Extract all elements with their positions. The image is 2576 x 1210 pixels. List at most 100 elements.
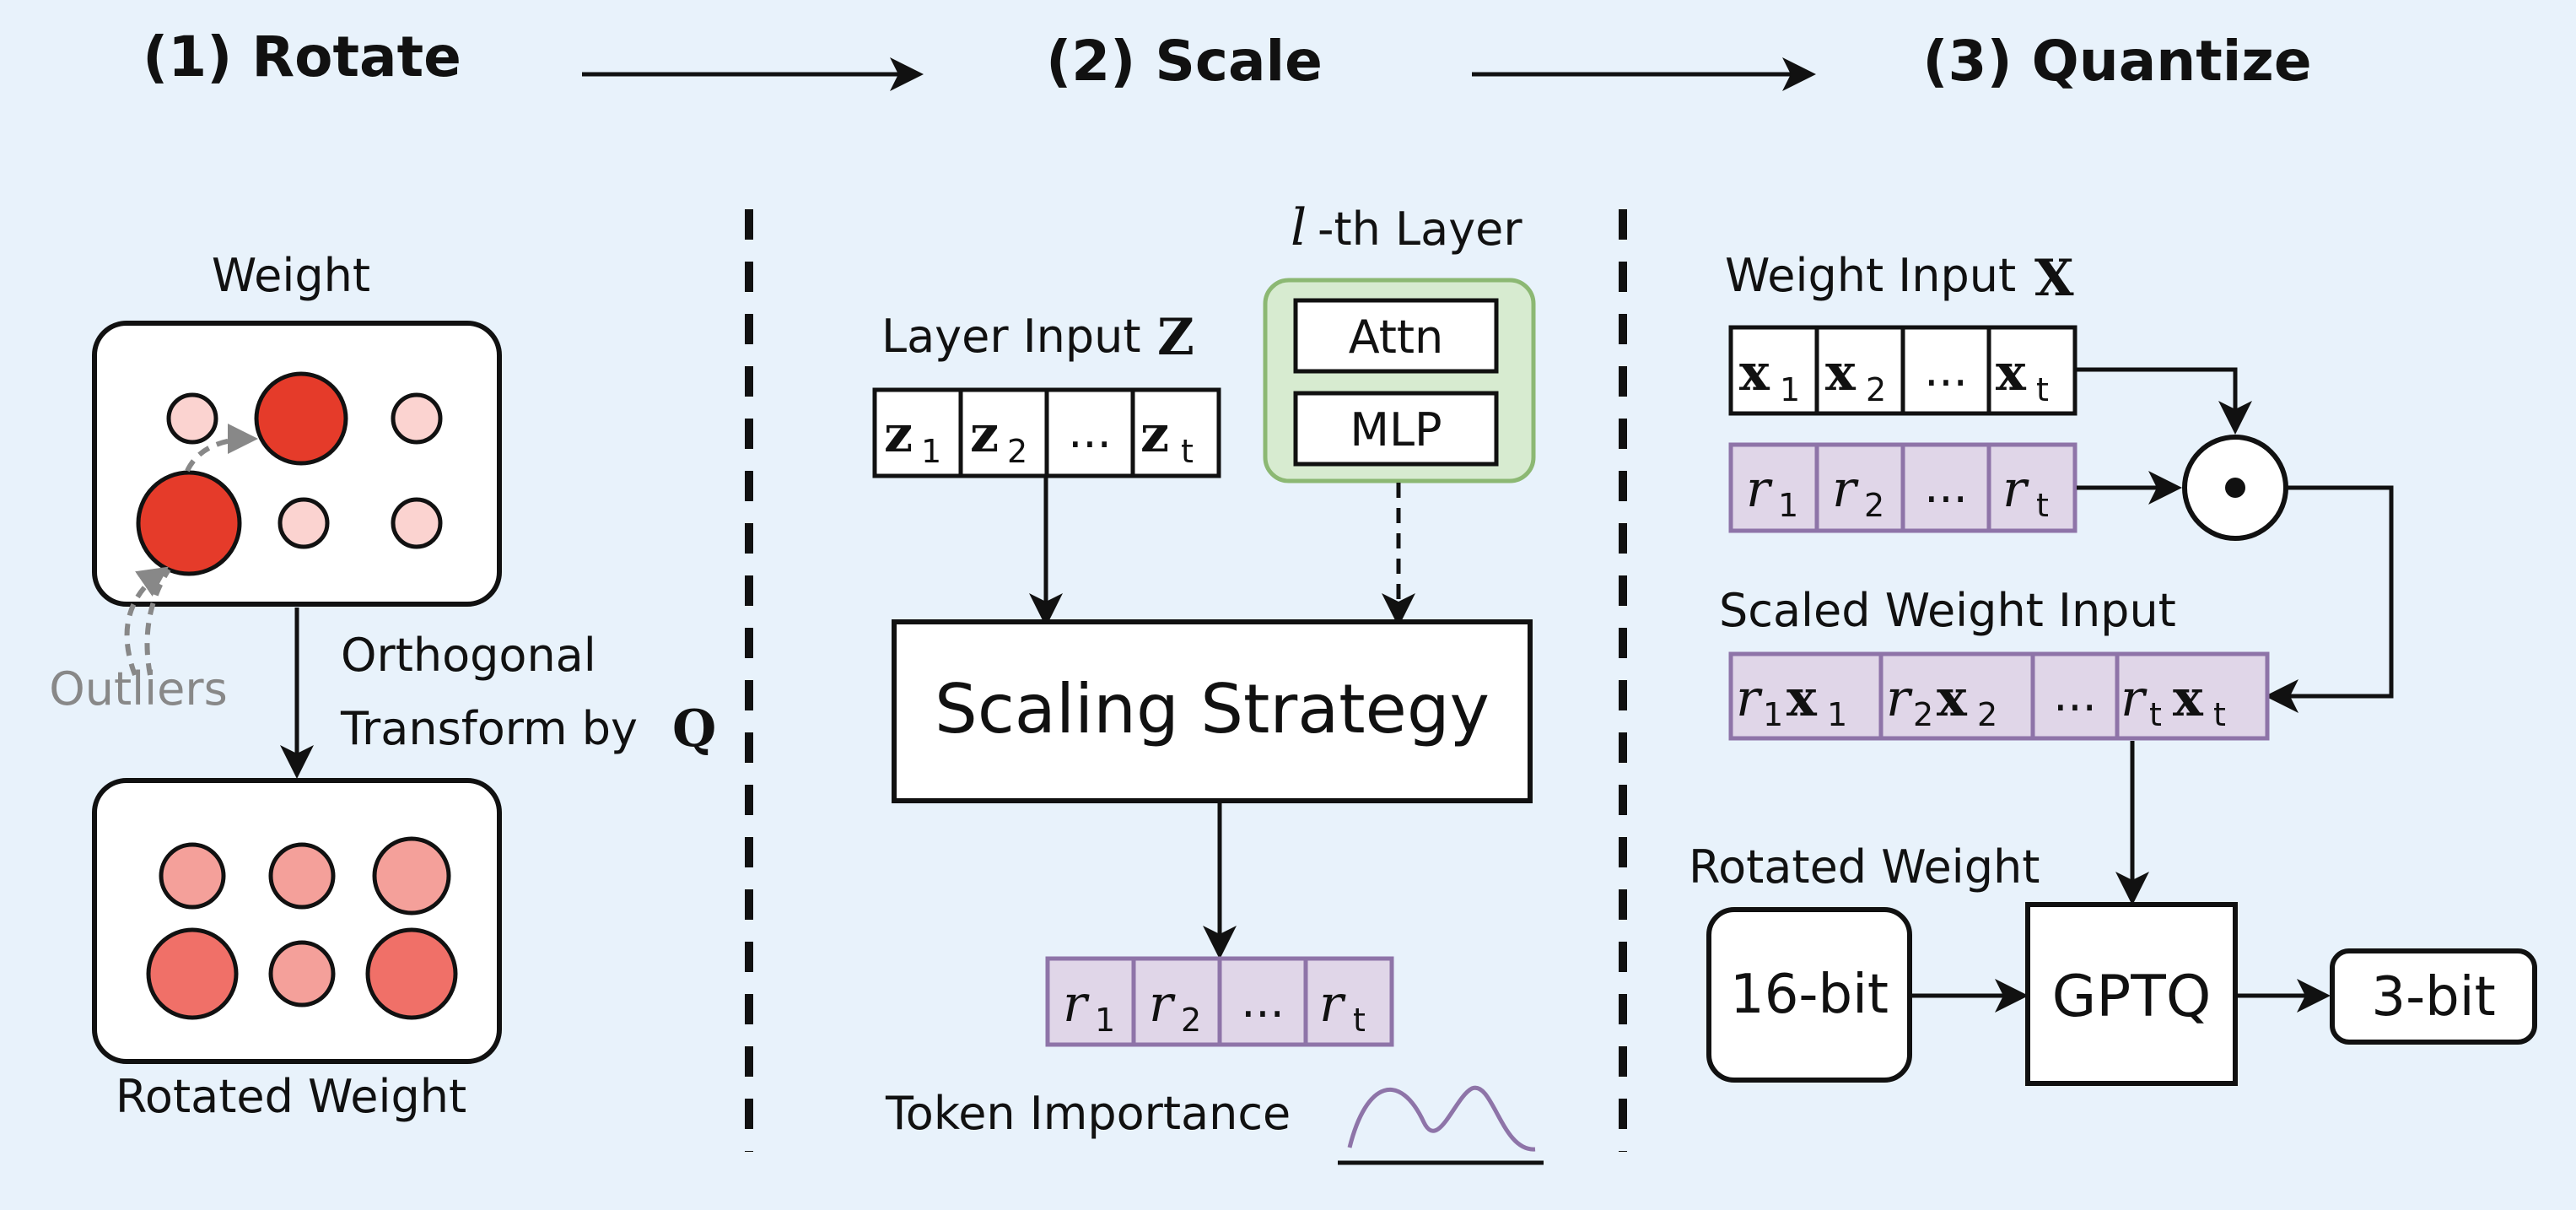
outlier-element [136, 470, 242, 576]
importance-token-cell [1217, 956, 1308, 1047]
weight-element [391, 392, 443, 445]
hadamard-dot-icon [2225, 478, 2245, 498]
x-token-sub: t [2036, 371, 2049, 408]
importance-curve [1347, 1085, 1536, 1152]
scaled-weight-input-label: Scaled Weight Input [1719, 584, 2176, 637]
weight-input-symbol: X [2034, 249, 2074, 308]
outlier-arrow [185, 424, 258, 473]
transform-label-line2: Transform by [340, 702, 638, 755]
heading-scale: (2) Scale [1046, 29, 1323, 94]
r-token-var: r [2002, 460, 2029, 519]
r-token-var: r [1832, 460, 1859, 519]
bit16-label: 16-bit [1730, 964, 1889, 1026]
importance-token-var: r [1319, 975, 1346, 1034]
z-token-cell [1044, 387, 1135, 478]
x-token-var: x [1739, 343, 1770, 402]
scaled-token-cell [2115, 651, 2270, 741]
importance-token-var: r [1149, 975, 1176, 1034]
r-token-cell [1986, 442, 2078, 533]
scaled-token-cell [1728, 651, 1883, 741]
x-token-cell [1728, 325, 1819, 416]
bit16-box [1706, 907, 1912, 1083]
scaled-token-r: r [2121, 669, 2148, 728]
scaled-token-x-sub: t [2213, 696, 2226, 733]
scaled-token-ellipsis: ... [2053, 668, 2097, 721]
x-to-product-arrow [2077, 367, 2252, 435]
z-token-var: z [1140, 405, 1169, 464]
x-token-sub: 2 [1866, 371, 1886, 408]
scaling-strategy-label: Scaling Strategy [935, 670, 1490, 748]
outlier-element [254, 371, 348, 466]
rotated-weight-label: Rotated Weight [116, 1070, 466, 1123]
weight-element [278, 497, 330, 549]
r-token-sub: 2 [1864, 487, 1884, 524]
x-token-ellipsis: ... [1924, 343, 1968, 397]
importance-token-var: r [1063, 975, 1090, 1034]
z-token-sub: t [1181, 433, 1194, 470]
importance-token-cell [1303, 956, 1394, 1047]
mlp-label: MLP [1350, 403, 1442, 456]
x-token-cell [1814, 325, 1905, 416]
outliers-label: Outliers [49, 662, 227, 716]
scaled-token-r: r [1736, 669, 1763, 728]
z-token-var: z [884, 405, 913, 464]
importance-token-cell [1131, 956, 1222, 1047]
scaling-strategy-box [892, 619, 1533, 803]
scaled-token-x: x [2173, 669, 2204, 728]
rotated-weight-element [146, 927, 239, 1020]
heading-rotate: (1) Rotate [143, 24, 461, 89]
importance-token-cell [1045, 956, 1136, 1047]
x-token-var: x [1825, 343, 1857, 402]
rotated-weight-element [159, 842, 226, 910]
weight-element [166, 392, 218, 445]
importance-token-ellipsis: ... [1241, 975, 1285, 1028]
weight-element [391, 497, 443, 549]
r-token-sub: t [2036, 487, 2049, 524]
outlier-arrow [124, 566, 169, 677]
x-token-cell [1900, 325, 1991, 416]
scaled-token-x-sub: 1 [1827, 696, 1847, 733]
mlp-box [1293, 391, 1499, 467]
x-token-cell [1986, 325, 2078, 416]
r-token-sub: 1 [1778, 487, 1798, 524]
scaled-token-r: r [1886, 669, 1913, 728]
importance-token-sub: 2 [1181, 1002, 1201, 1039]
z-token-sub: 2 [1007, 433, 1027, 470]
rotated-weight-matrix [92, 778, 502, 1064]
scaled-token-r-sub: t [2149, 696, 2162, 733]
layer-input-symbol: Z [1157, 308, 1194, 367]
heading-quantize: (3) Quantize [1922, 29, 2311, 94]
x-token-var: x [1996, 343, 2027, 402]
z-token-sub: 1 [921, 433, 941, 470]
scaled-token-x: x [1786, 669, 1818, 728]
attn-label: Attn [1349, 311, 1444, 364]
product-to-scaled-arrow [2265, 485, 2394, 713]
weight-input-label: Weight Input [1725, 249, 2016, 302]
z-token-ellipsis: ... [1068, 405, 1112, 458]
transform-label-line1: Orthogonal [341, 629, 596, 682]
weight-label: Weight [212, 249, 370, 302]
gptq-box [2025, 902, 2238, 1086]
r-token-cell [1814, 442, 1905, 533]
importance-token-sub: 1 [1095, 1002, 1115, 1039]
bit3-label: 3-bit [2371, 966, 2495, 1029]
scaled-token-cell [2030, 651, 2120, 741]
bit3-box [2330, 948, 2537, 1045]
z-token-cell [1130, 387, 1221, 478]
r-token-cell [1728, 442, 1819, 533]
attn-box [1293, 298, 1499, 374]
rotated-weight-element [268, 842, 336, 910]
scaled-token-x-sub: 2 [1977, 696, 1997, 733]
layer-input-label: Layer Input [881, 310, 1141, 363]
r-token-cell [1900, 442, 1991, 533]
rotated-weight-element [268, 940, 336, 1007]
r-token-ellipsis: ... [1924, 460, 1968, 513]
importance-token-sub: t [1353, 1002, 1366, 1039]
rotated-weight-quant-label: Rotated Weight [1689, 840, 2040, 894]
gptq-label: GPTQ [2052, 964, 2212, 1030]
scaled-token-x: x [1937, 669, 1968, 728]
transform-symbol: Q [672, 700, 716, 759]
z-token-var: z [970, 405, 999, 464]
layer-title-var: l [1291, 198, 1307, 257]
